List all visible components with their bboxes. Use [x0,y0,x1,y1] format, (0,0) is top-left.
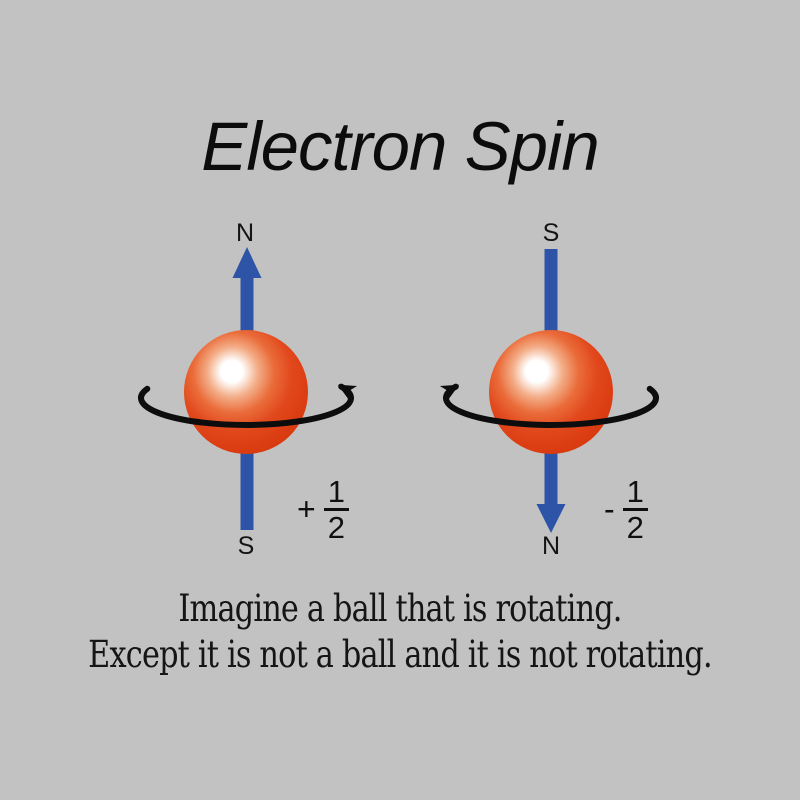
page-title: Electron Spin [201,108,599,185]
electron-ball [489,330,613,454]
spin-up-figure [138,247,358,530]
fraction-denominator: 2 [327,510,345,546]
caption-line-2: Except it is not a ball and it is not ro… [88,633,712,676]
spin-down-value: - 1 2 [604,476,648,546]
fraction-numerator: 1 [323,476,349,512]
axis-arrowhead-down [536,504,566,533]
one-half-fraction: 1 2 [323,476,349,546]
electron-ball [184,330,308,454]
fraction-denominator: 2 [626,510,644,546]
caption: Imagine a ball that is rotating. Except … [72,586,728,678]
fraction-numerator: 1 [622,476,648,512]
spin-down-bottom-pole-label: N [541,532,561,560]
spin-down-top-pole-label: S [542,219,560,247]
spin-up-bottom-pole-label: S [237,532,255,560]
plus-sign: + [297,490,316,527]
axis-arrowhead-up [232,247,262,278]
rotation-arrow-icon-ccw [138,383,358,428]
minus-sign: - [604,490,615,527]
caption-line-1: Imagine a ball that is rotating. [178,587,622,630]
spin-up-top-pole-label: N [235,219,255,247]
rotation-arrow-icon-cw [439,383,659,428]
spin-up-value: + 1 2 [297,476,349,546]
spin-down-figure [439,249,659,533]
one-half-fraction: 1 2 [622,476,648,546]
